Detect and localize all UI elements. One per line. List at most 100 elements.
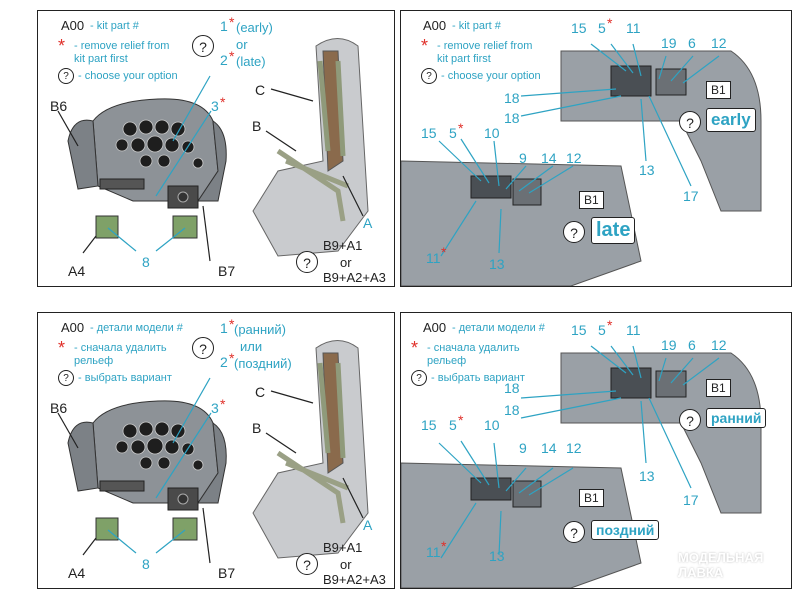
seat-combo-2: B9+A2+A3	[323, 270, 386, 285]
seat-label-a: A	[363, 215, 373, 231]
remove-relief-note-line1: - remove relief from	[74, 40, 170, 52]
seat-combo-1: B9+A1	[323, 540, 363, 555]
callout-mid-14: 14	[541, 440, 557, 456]
choose-option-note: - choose your option	[441, 70, 541, 82]
question-icon: ?	[296, 553, 318, 575]
label-b6: B6	[50, 400, 68, 416]
callout-11-bottom: 11	[426, 250, 441, 266]
seat-combo-or: or	[340, 557, 352, 572]
callout-18b: 18	[504, 402, 520, 418]
choose-option-note: - choose your option	[78, 70, 178, 82]
remove-relief-note-line1: - сначала удалить	[74, 342, 167, 354]
callout-top-12: 12	[711, 337, 727, 353]
callout-top-11: 11	[626, 20, 641, 36]
option-1-number: 1	[220, 320, 228, 336]
watermark-line1: МОДЕЛЬНАЯ	[678, 550, 764, 565]
callout-top-19: 19	[661, 35, 677, 51]
label-8: 8	[142, 254, 150, 270]
question-icon: ?	[563, 521, 585, 543]
question-icon: ?	[563, 221, 585, 243]
asterisk-icon: *	[441, 244, 447, 260]
variant-badge-late: поздний	[591, 520, 660, 540]
asterisk-icon: *	[229, 14, 235, 30]
seat-illustration	[252, 38, 369, 257]
seat-label-c: C	[255, 82, 266, 98]
option-2-number: 2	[220, 354, 228, 370]
remove-relief-note-line2: kit part first	[437, 53, 491, 65]
callout-13-top: 13	[639, 162, 655, 178]
remove-relief-note-line1: - remove relief from	[437, 40, 533, 52]
seat-combo-or: or	[340, 255, 352, 270]
asterisk-icon: *	[58, 338, 66, 358]
asterisk-icon: *	[229, 48, 235, 64]
variant-badge-early: ранний	[706, 408, 767, 428]
label-b1-top: B1	[706, 81, 731, 99]
asterisk-icon: *	[421, 36, 429, 56]
asterisk-icon: *	[607, 317, 613, 333]
label-a4: A4	[68, 565, 86, 581]
option-2-number: 2	[220, 52, 228, 68]
callout-mid-9: 9	[519, 150, 527, 166]
choose-option-note: - выбрать вариант	[78, 372, 172, 384]
asterisk-icon: *	[220, 396, 226, 412]
label-b6: B6	[50, 98, 68, 114]
callout-13-top: 13	[639, 468, 655, 484]
callout-13-bottom: 13	[489, 548, 505, 564]
asterisk-icon: *	[58, 36, 66, 56]
seat-combo-2: B9+A2+A3	[323, 572, 386, 587]
option-or: or	[236, 37, 248, 52]
callout-mid-12: 12	[566, 150, 582, 166]
callout-11-bottom: 11	[426, 544, 441, 560]
part-number-3: 3	[211, 98, 219, 114]
callout-top-11: 11	[626, 322, 641, 338]
label-b1-top: B1	[706, 379, 731, 397]
seat-label-a: A	[363, 517, 373, 533]
asterisk-icon: *	[411, 338, 419, 358]
code-label: A00	[61, 320, 85, 335]
callout-18a: 18	[504, 380, 520, 396]
seat-combo-1: B9+A1	[323, 238, 363, 253]
panel-cockpit-sides-english: A00 - kit part # * - remove relief from …	[400, 10, 792, 287]
label-8: 8	[142, 556, 150, 572]
seat-label-b: B	[252, 420, 262, 436]
label-b1-bottom: B1	[579, 191, 604, 209]
question-icon: ?	[421, 68, 437, 84]
callout-mid-14: 14	[541, 150, 557, 166]
code-description: - kit part #	[452, 20, 501, 32]
callout-top-5: 5	[598, 322, 606, 338]
code-description: - детали модели #	[90, 322, 183, 334]
question-icon: ?	[679, 111, 701, 133]
panel-instrument-panel-english: A00 - kit part # * - remove relief from …	[37, 10, 395, 287]
question-icon: ?	[192, 35, 214, 57]
question-icon: ?	[58, 68, 74, 84]
instrument-panel-illustration	[57, 75, 227, 262]
remove-relief-note-line2: рельеф	[74, 355, 114, 367]
callout-top-12: 12	[711, 35, 727, 51]
seat-label-c: C	[255, 384, 266, 400]
option-1-number: 1	[220, 18, 228, 34]
callout-mid-10: 10	[484, 125, 500, 141]
callout-top-15: 15	[571, 20, 587, 36]
callout-18b: 18	[504, 110, 520, 126]
asterisk-icon: *	[607, 15, 613, 31]
code-label: A00	[423, 320, 447, 335]
option-2-text: (поздний)	[234, 356, 292, 371]
code-label: A00	[61, 18, 85, 33]
asterisk-icon: *	[229, 316, 235, 332]
callout-top-15: 15	[571, 322, 587, 338]
asterisk-icon: *	[220, 94, 226, 110]
watermark-line2: ЛАВКА	[678, 565, 724, 580]
part-number-3: 3	[211, 400, 219, 416]
label-b7: B7	[218, 263, 236, 279]
seat-label-b: B	[252, 118, 262, 134]
callout-top-6: 6	[688, 337, 696, 353]
callout-top-5: 5	[598, 20, 606, 36]
option-2-text: (late)	[236, 54, 266, 69]
remove-relief-note-line1: - сначала удалить	[427, 342, 520, 354]
option-or: или	[240, 339, 263, 354]
choose-option-note: - выбрать вариант	[431, 372, 525, 384]
question-icon: ?	[411, 370, 427, 386]
callout-mid-12: 12	[566, 440, 582, 456]
asterisk-icon: *	[229, 350, 235, 366]
option-1-text: (early)	[236, 20, 273, 35]
